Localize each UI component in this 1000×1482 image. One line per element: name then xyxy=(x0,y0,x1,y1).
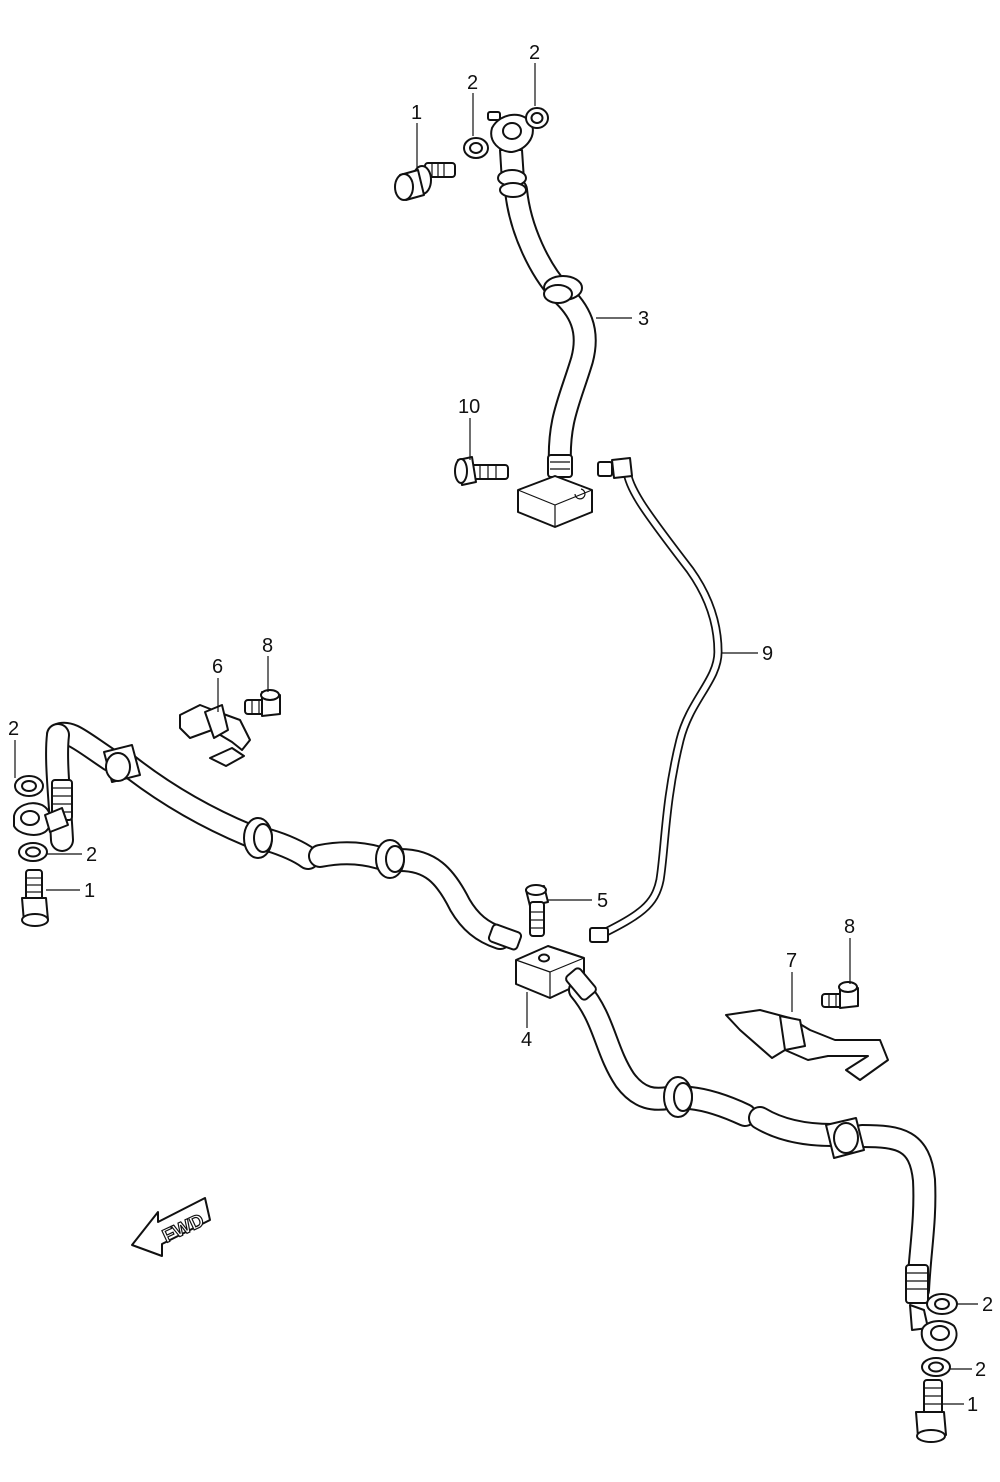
callout-clamp-left: 6 xyxy=(212,656,223,678)
banjo-bolt-right xyxy=(915,1379,947,1443)
callout-clamp-right: 7 xyxy=(786,950,797,972)
sealing-washer-top-a xyxy=(463,137,489,159)
callout-washer-top-a: 2 xyxy=(467,72,478,94)
sealing-washer-left-a xyxy=(14,775,44,797)
sealing-washer-right-b xyxy=(921,1357,951,1377)
forward-direction-arrow: FWD xyxy=(131,1197,211,1257)
callout-bolt-right: 1 xyxy=(967,1394,978,1416)
brake-pipe xyxy=(589,457,723,943)
callout-washer-right-a: 2 xyxy=(982,1294,993,1316)
hose-clamp-left xyxy=(179,704,251,767)
callout-bolt-joint: 5 xyxy=(597,890,608,912)
upper-joint-block xyxy=(517,475,593,528)
sealing-washer-left-b xyxy=(18,842,48,862)
clamp-bolt-right xyxy=(821,981,859,1009)
joint-bolt-upper xyxy=(454,456,509,486)
sealing-washer-right-a xyxy=(926,1293,958,1315)
joint-bolt-center xyxy=(525,884,549,937)
callout-bolt-upper-joint: 10 xyxy=(458,396,480,418)
center-joint-block xyxy=(515,945,585,999)
callout-washer-right-b: 2 xyxy=(975,1359,986,1381)
sealing-washer-top-b xyxy=(525,107,549,129)
callout-joint: 4 xyxy=(521,1029,532,1051)
callout-washer-top-b: 2 xyxy=(529,42,540,64)
callout-bolt-clamp-left: 8 xyxy=(262,635,273,657)
callout-washer-left-a: 2 xyxy=(8,718,19,740)
leader-lines xyxy=(14,63,978,1405)
callout-bolt-clamp-right: 8 xyxy=(844,916,855,938)
hose-clamp-right xyxy=(725,1009,889,1081)
callout-labels: 1 2 2 3 10 9 6 8 2 2 1 5 4 7 8 2 2 1 xyxy=(8,42,993,1416)
clamp-bolt-left xyxy=(244,689,281,717)
left-front-brake-hose xyxy=(13,721,523,951)
banjo-bolt-left xyxy=(21,869,49,927)
right-front-brake-hose xyxy=(565,967,958,1352)
callout-washer-left-b: 2 xyxy=(86,844,97,866)
callout-hose-upper: 3 xyxy=(638,308,649,330)
upper-brake-hose xyxy=(487,111,597,478)
callout-bolt-left: 1 xyxy=(84,880,95,902)
banjo-bolt-top xyxy=(394,162,456,201)
callout-bolt-top: 1 xyxy=(411,102,422,124)
callout-pipe: 9 xyxy=(762,643,773,665)
